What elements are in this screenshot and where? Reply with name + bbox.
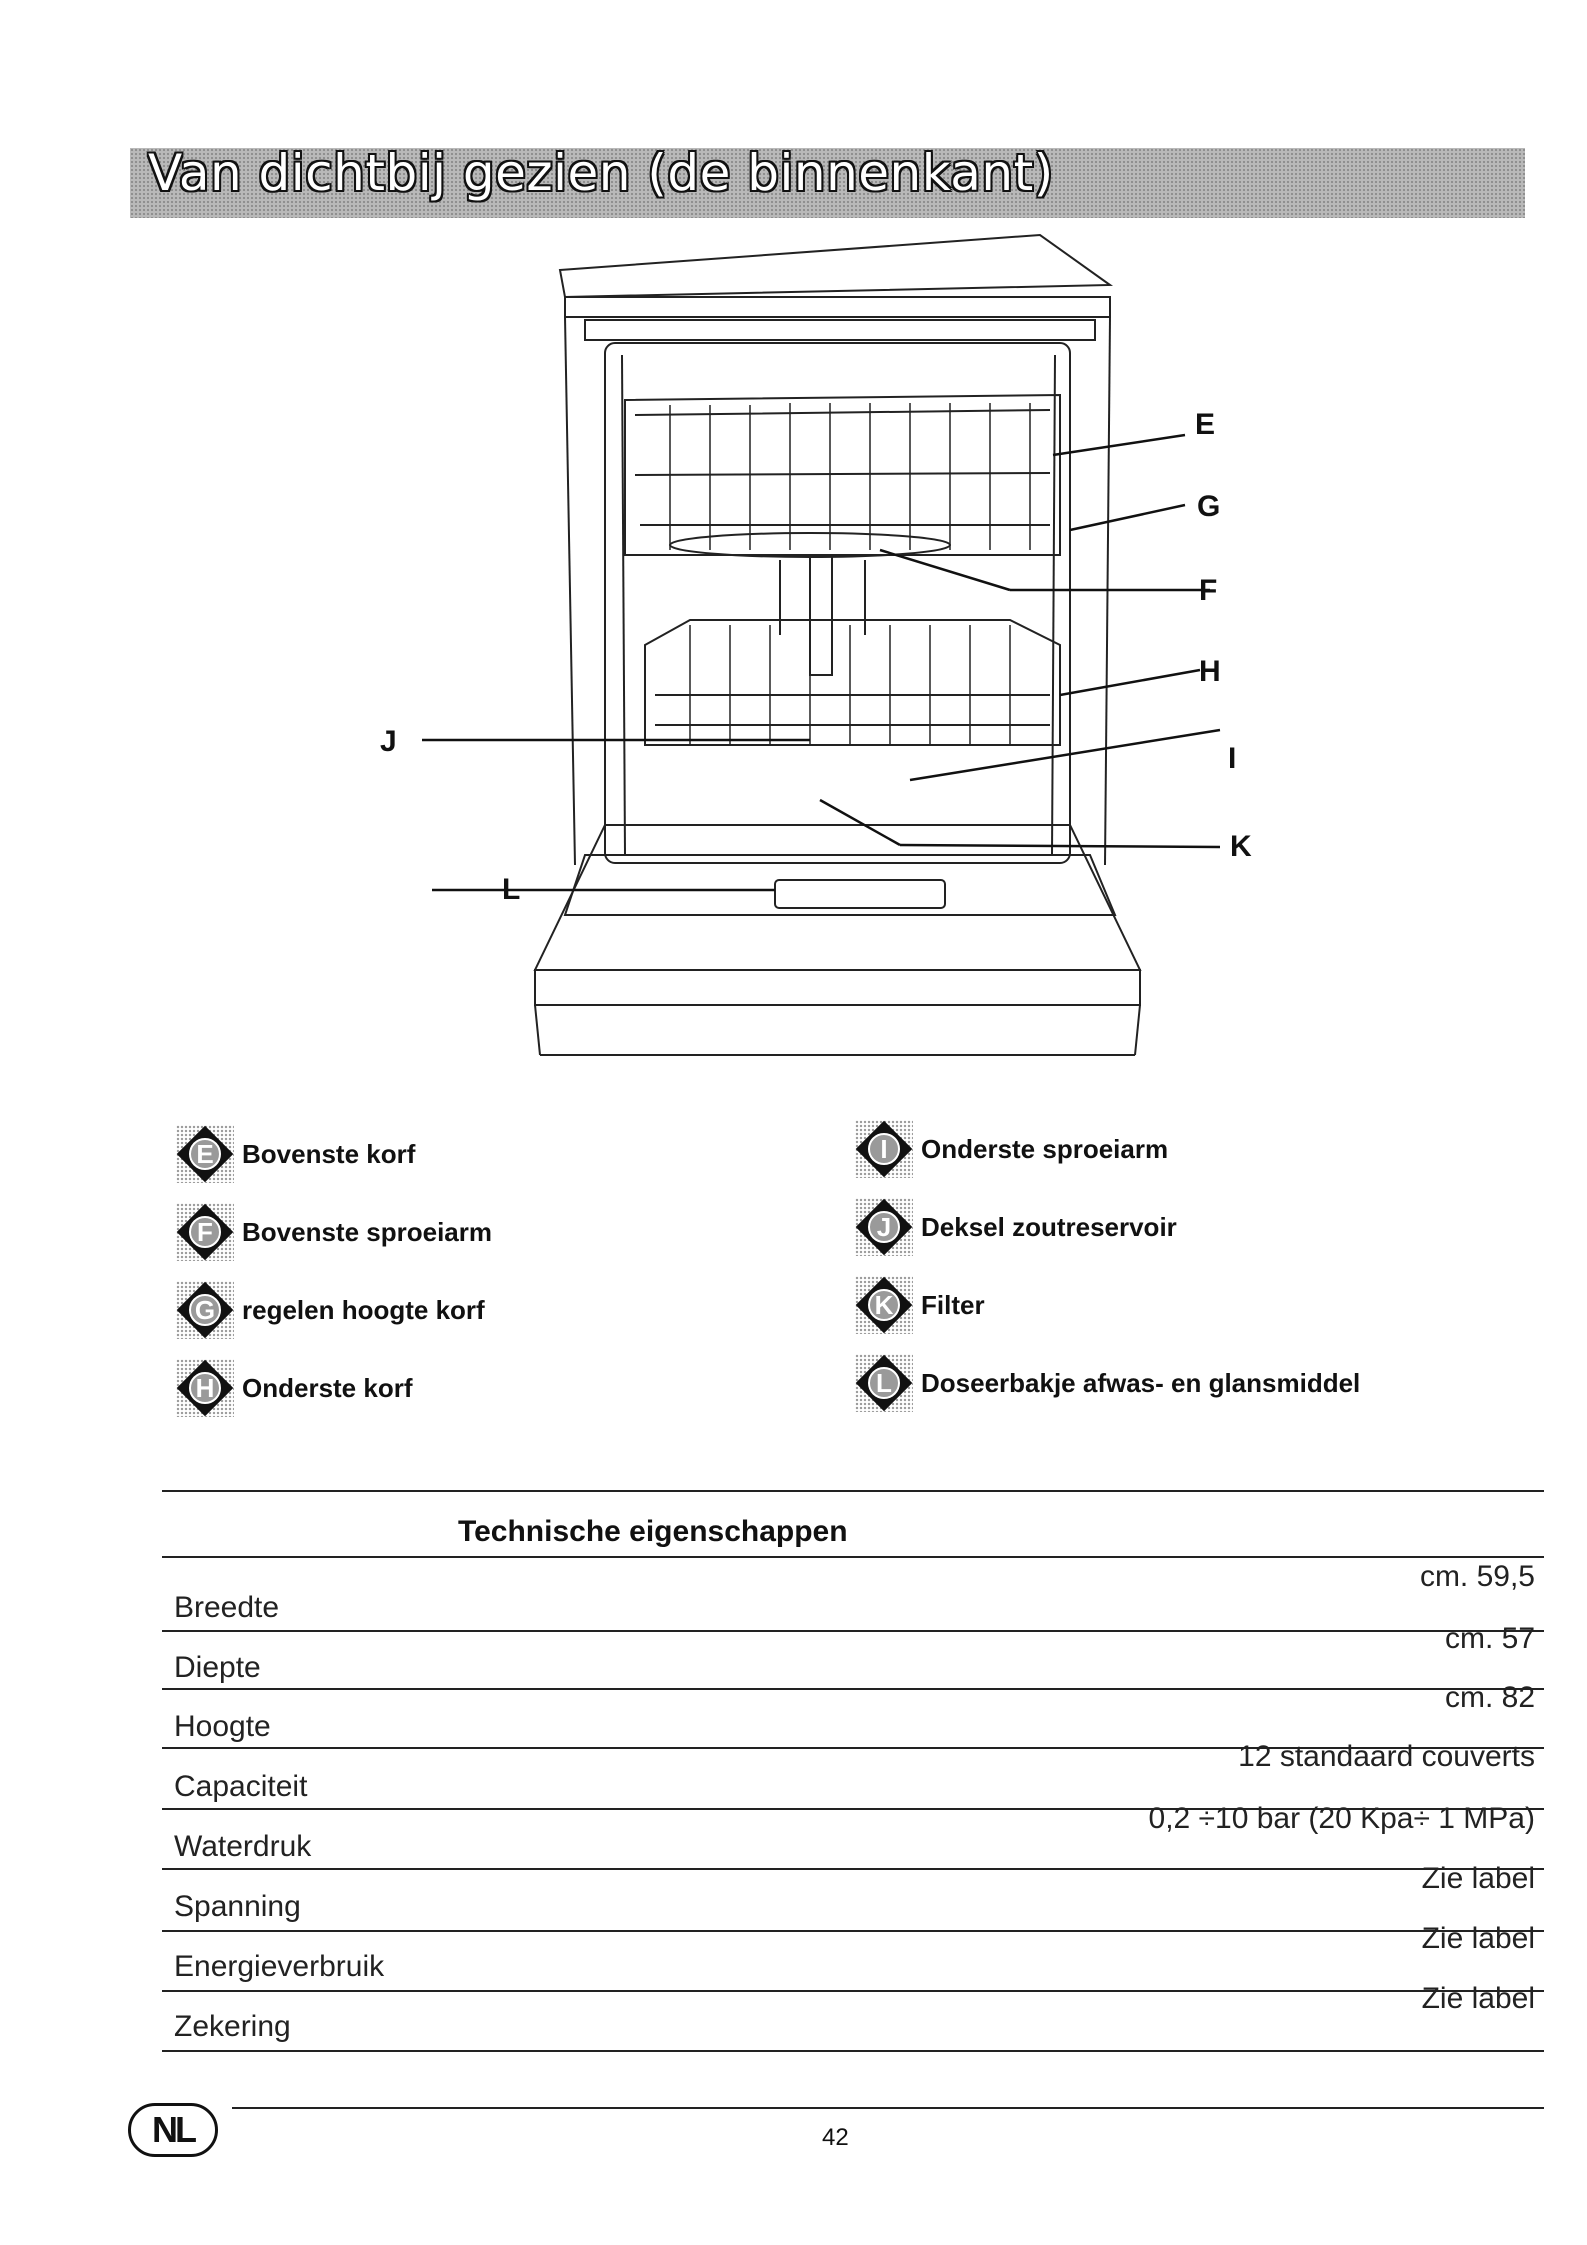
- spec-label-spanning: Spanning: [174, 1890, 301, 1923]
- legend-item-i: I Onderste sproeiarm: [855, 1120, 1168, 1178]
- callout-k: K: [1230, 830, 1252, 863]
- table-rule: [162, 1688, 1544, 1690]
- callout-l: L: [502, 873, 521, 906]
- legend-label: Bovenste korf: [242, 1138, 416, 1169]
- spec-value-waterdruk: 0,2 ÷10 bar (20 Kpa÷ 1 MPa): [1148, 1802, 1535, 1835]
- table-bottom-rule: [162, 2050, 1544, 2052]
- spec-label-breedte: Breedte: [174, 1591, 280, 1624]
- legend-item-j: J Deksel zoutreservoir: [855, 1198, 1177, 1256]
- callout-g: G: [1197, 490, 1221, 523]
- spec-label-energieverbruik: Energieverbruik: [174, 1950, 385, 1983]
- legend-item-f: F Bovenste sproeiarm: [176, 1203, 492, 1261]
- table-rule: [162, 1990, 1544, 1992]
- spec-value-breedte: cm. 59,5: [1419, 1560, 1535, 1593]
- title-banner: [130, 148, 1525, 218]
- diamond-badge-icon: J: [855, 1198, 913, 1256]
- callout-h: H: [1199, 655, 1221, 688]
- spec-value-capaciteit: 12 standaard couverts: [1238, 1740, 1535, 1773]
- page-title: Van dichtbij gezien (de binnenkant): [148, 144, 1054, 202]
- spec-value-spanning: Zie label: [1421, 1862, 1535, 1895]
- page-number: 42: [822, 2124, 849, 2151]
- diamond-badge-icon: F: [176, 1203, 234, 1261]
- spec-label-diepte: Diepte: [174, 1651, 261, 1684]
- spec-value-energieverbruik: Zie label: [1421, 1922, 1535, 1955]
- diamond-badge-icon: G: [176, 1281, 234, 1339]
- legend-label: Deksel zoutreservoir: [921, 1211, 1177, 1242]
- spec-value-hoogte: cm. 82: [1444, 1681, 1535, 1714]
- spec-value-zekering: Zie label: [1421, 1982, 1535, 2015]
- table-rule: [162, 1747, 1544, 1749]
- tech-specs-title: Technische eigenschappen: [458, 1515, 848, 1548]
- legend-label: Onderste korf: [242, 1372, 413, 1403]
- table-rule: [162, 1630, 1544, 1632]
- callout-i: I: [1228, 742, 1237, 775]
- diamond-badge-icon: L: [855, 1354, 913, 1412]
- callout-f: F: [1199, 574, 1218, 607]
- dishwasher-illustration: [422, 233, 1221, 1056]
- legend-label: regelen hoogte korf: [242, 1294, 485, 1325]
- footer-rule: [232, 2107, 1544, 2109]
- legend-item-e: E Bovenste korf: [176, 1125, 415, 1183]
- legend-label: Doseerbakje afwas- en glansmiddel: [921, 1367, 1361, 1398]
- legend-item-k: K Filter: [855, 1276, 985, 1334]
- diamond-badge-icon: K: [855, 1276, 913, 1334]
- legend-label: Filter: [921, 1289, 985, 1320]
- spec-label-zekering: Zekering: [174, 2010, 291, 2043]
- table-rule: [162, 1556, 1544, 1558]
- country-badge: NL: [128, 2103, 218, 2157]
- legend-item-h: H Onderste korf: [176, 1359, 413, 1417]
- table-rule: [162, 1930, 1544, 1932]
- spec-label-hoogte: Hoogte: [174, 1710, 271, 1743]
- legend-label: Bovenste sproeiarm: [242, 1216, 492, 1247]
- table-top-rule: [162, 1490, 1544, 1492]
- callout-j: J: [380, 725, 397, 758]
- diamond-badge-icon: E: [176, 1125, 234, 1183]
- diamond-badge-icon: H: [176, 1359, 234, 1417]
- legend-item-g: G regelen hoogte korf: [176, 1281, 485, 1339]
- diamond-badge-icon: I: [855, 1120, 913, 1178]
- legend-label: Onderste sproeiarm: [921, 1133, 1169, 1164]
- table-rule: [162, 1868, 1544, 1870]
- callout-e: E: [1195, 408, 1216, 441]
- spec-label-capaciteit: Capaciteit: [174, 1770, 308, 1803]
- table-rule: [162, 1808, 1544, 1810]
- legend-item-l: L Doseerbakje afwas- en glansmiddel: [855, 1354, 1360, 1412]
- spec-label-waterdruk: Waterdruk: [174, 1830, 312, 1863]
- spec-value-diepte: cm. 57: [1444, 1622, 1535, 1655]
